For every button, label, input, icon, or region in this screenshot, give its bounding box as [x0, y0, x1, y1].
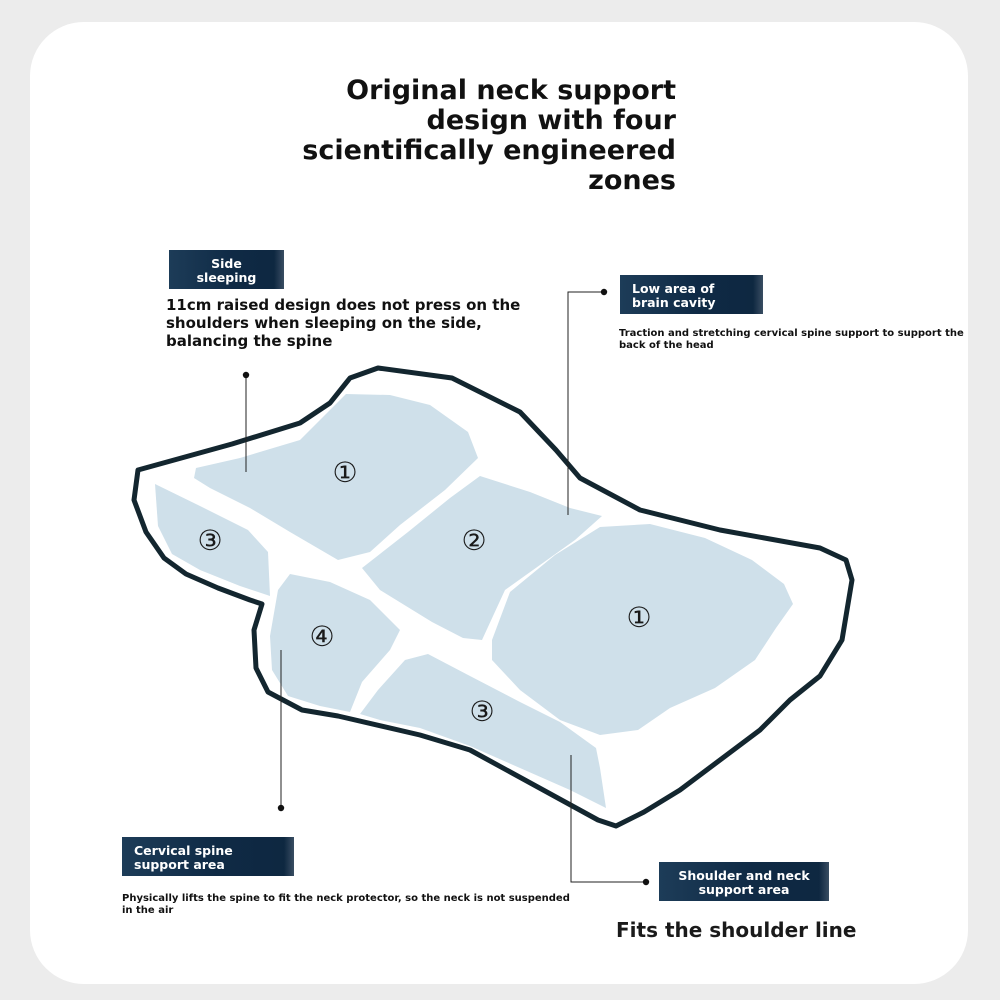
leader-lines: [245, 291, 646, 883]
zone-1-right: [492, 524, 793, 735]
leader-dots: [242, 288, 650, 886]
zone-3-left: [155, 484, 270, 596]
leader-dot-brain-cavity: [600, 288, 608, 296]
zone-number-1-top: ①: [332, 456, 357, 489]
leader-shoulder: [570, 755, 646, 883]
label-side-sleeping: Side sleeping area: [169, 250, 284, 299]
leader-dot-side-sleeping: [242, 371, 250, 379]
leader-brain-cavity: [567, 291, 604, 515]
zone-number-3-left: ③: [197, 524, 222, 557]
zone-2-brain-cavity: [362, 476, 602, 640]
zone-number-1-right: ①: [626, 601, 651, 634]
desc-side-sleeping: 11cm raised design does not press on the…: [166, 296, 521, 350]
label-shoulder-neck: Shoulder and neck support area: [659, 862, 829, 901]
zone-4-cervical: [270, 574, 400, 712]
leader-dot-cervical: [277, 804, 285, 812]
desc-brain-cavity: Traction and stretching cervical spine s…: [619, 328, 964, 351]
zone-number-4: ④: [309, 620, 334, 653]
zone-1-side-sleeping: [194, 394, 478, 560]
desc-cervical-spine: Physically lifts the spine to fit the ne…: [122, 893, 570, 916]
page-title: Original neck support design with four s…: [302, 75, 676, 196]
tagline: Fits the shoulder line: [616, 918, 857, 942]
zone-number-3-bottom: ③: [469, 695, 494, 728]
label-brain-cavity: Low area of brain cavity: [620, 275, 763, 314]
label-cervical-spine: Cervical spine support area: [122, 837, 294, 876]
zone-3-bottom: [360, 654, 606, 808]
leader-dot-shoulder: [642, 878, 650, 886]
zone-number-2: ②: [461, 524, 486, 557]
